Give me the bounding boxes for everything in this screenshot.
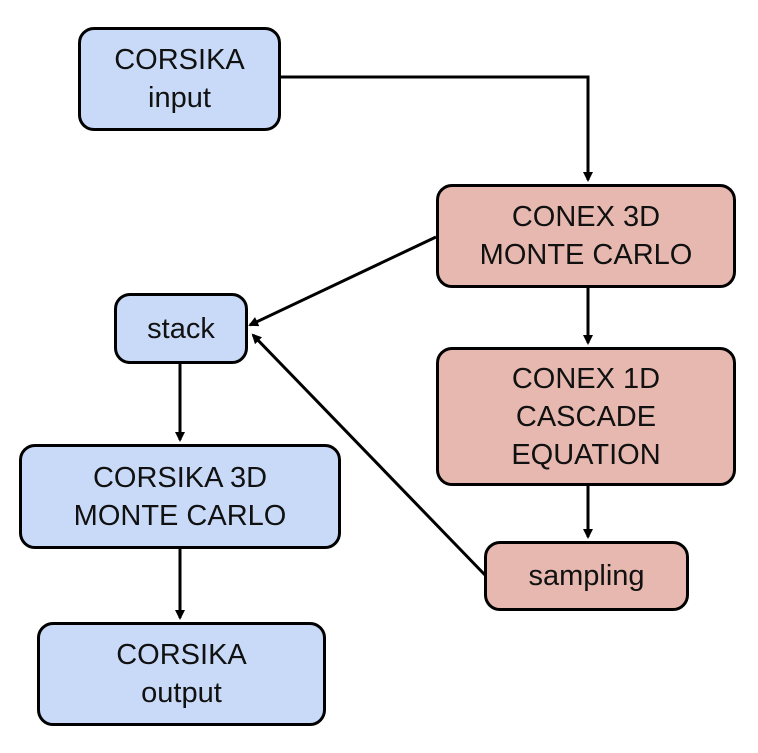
- arrow-conex3d-to-stack: [248, 235, 437, 327]
- arrow-input-to-conex3d: [280, 75, 593, 182]
- node-label-line: output: [141, 677, 222, 709]
- corsika-input-node: CORSIKA input: [78, 27, 281, 131]
- node-label-line: CONEX 1D: [511, 362, 661, 395]
- node-label-line: MONTE CARLO: [73, 499, 287, 532]
- node-label-line: EQUATION: [511, 438, 661, 471]
- node-label-line: stack: [147, 312, 215, 345]
- node-label-line: CORSIKA 3D: [92, 461, 268, 494]
- node-label-line: input: [148, 82, 211, 114]
- node-label-line: sampling: [528, 560, 645, 592]
- conex-3d-monte-carlo-node: CONEX 3D MONTE CARLO: [436, 184, 736, 288]
- node-label-line: CORSIKA: [114, 44, 245, 76]
- node-label-line: CASCADE: [515, 400, 657, 433]
- arrow-sampling-to-stack: [251, 333, 487, 577]
- corsika-output-node: CORSIKA output: [37, 622, 326, 726]
- stack-node: stack: [114, 293, 248, 364]
- node-label-line: CONEX 3D: [511, 201, 661, 233]
- sampling-node: sampling: [484, 541, 689, 611]
- node-label-line: MONTE CARLO: [479, 239, 693, 271]
- node-label-line: CORSIKA: [116, 639, 247, 671]
- conex-1d-cascade-equation-node: CONEX 1D CASCADE EQUATION: [436, 347, 736, 486]
- corsika-3d-monte-carlo-node: CORSIKA 3D MONTE CARLO: [19, 444, 341, 549]
